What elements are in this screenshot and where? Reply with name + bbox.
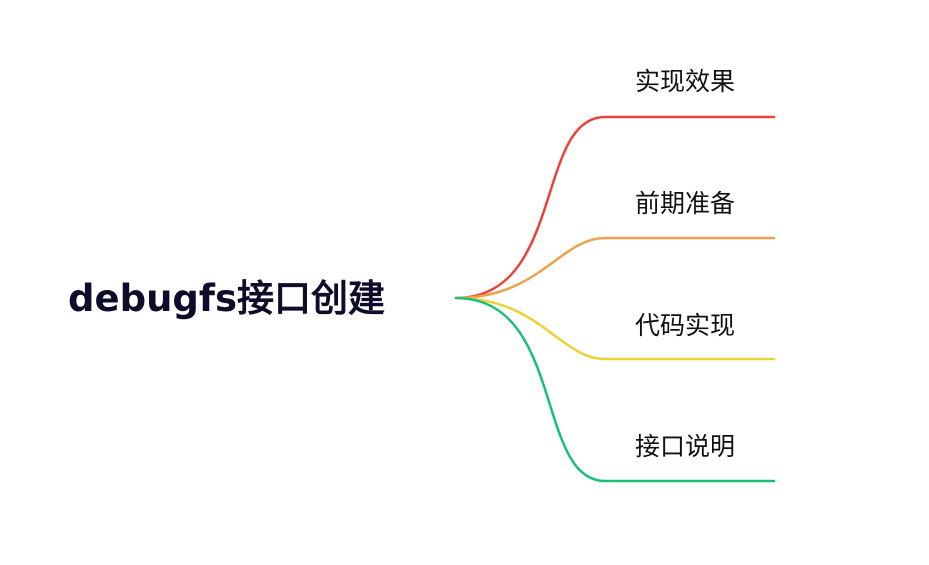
branch-topic-4[interactable]: 接口说明 (635, 432, 736, 461)
branch-connector-1 (454, 115, 776, 300)
branch-connector-4 (454, 296, 776, 483)
branch-topic-3[interactable]: 代码实现 (635, 311, 736, 340)
branch-topic-1[interactable]: 实现效果 (635, 67, 736, 96)
branch-connector-2 (454, 236, 776, 300)
root-topic[interactable]: debugfs接口创建 (68, 277, 386, 320)
branch-connector-3 (454, 296, 776, 361)
branch-topic-2[interactable]: 前期准备 (635, 189, 736, 218)
